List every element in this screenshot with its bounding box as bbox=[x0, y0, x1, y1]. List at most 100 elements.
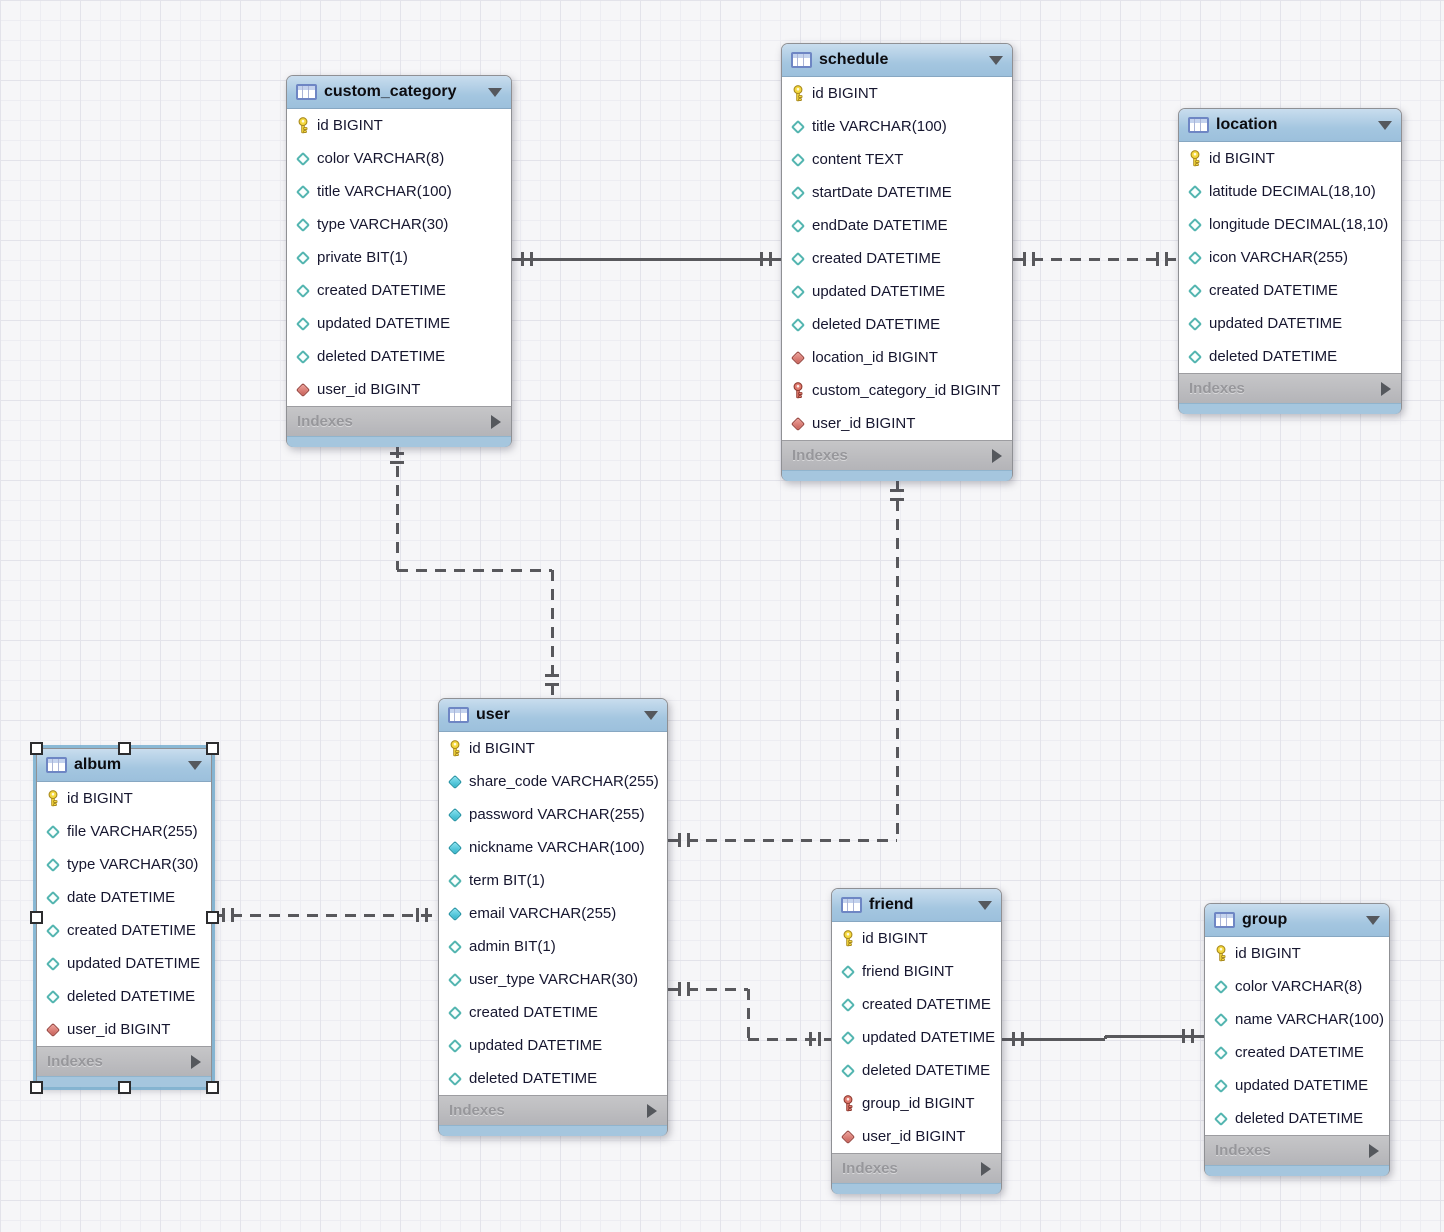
field-row-startDate[interactable]: startDate DATETIME bbox=[782, 176, 1012, 209]
field-row-id[interactable]: id BIGINT bbox=[37, 782, 211, 815]
relationship-line-friend-group[interactable] bbox=[1105, 1035, 1204, 1038]
field-row-id[interactable]: id BIGINT bbox=[439, 732, 667, 765]
relationship-line-user-friend[interactable] bbox=[747, 989, 750, 1039]
field-row-updated[interactable]: updated DATETIME bbox=[1205, 1069, 1389, 1102]
field-row-term[interactable]: term BIT(1) bbox=[439, 864, 667, 897]
indexes-section[interactable]: Indexes bbox=[832, 1153, 1001, 1183]
field-row-id[interactable]: id BIGINT bbox=[832, 922, 1001, 955]
expand-indexes-icon[interactable] bbox=[1381, 381, 1391, 396]
table-header[interactable]: friend bbox=[832, 889, 1001, 922]
field-row-created[interactable]: created DATETIME bbox=[782, 242, 1012, 275]
field-row-color[interactable]: color VARCHAR(8) bbox=[287, 142, 511, 175]
field-row-custom_category_id[interactable]: custom_category_id BIGINT bbox=[782, 374, 1012, 407]
indexes-section[interactable]: Indexes bbox=[1179, 373, 1401, 403]
expand-indexes-icon[interactable] bbox=[992, 448, 1002, 463]
relationship-line-schedule-location[interactable] bbox=[1013, 258, 1178, 261]
table-collapse-icon[interactable] bbox=[1378, 120, 1392, 130]
field-row-admin[interactable]: admin BIT(1) bbox=[439, 930, 667, 963]
field-row-created[interactable]: created DATETIME bbox=[1205, 1036, 1389, 1069]
selection-handle[interactable] bbox=[205, 741, 219, 755]
field-row-private[interactable]: private BIT(1) bbox=[287, 241, 511, 274]
field-row-title[interactable]: title VARCHAR(100) bbox=[782, 110, 1012, 143]
table-collapse-icon[interactable] bbox=[488, 87, 502, 97]
field-row-created[interactable]: created DATETIME bbox=[37, 914, 211, 947]
field-row-latitude[interactable]: latitude DECIMAL(18,10) bbox=[1179, 175, 1401, 208]
indexes-section[interactable]: Indexes bbox=[439, 1095, 667, 1125]
selection-handle[interactable] bbox=[29, 1080, 43, 1094]
field-row-updated[interactable]: updated DATETIME bbox=[1179, 307, 1401, 340]
field-row-deleted[interactable]: deleted DATETIME bbox=[782, 308, 1012, 341]
field-row-user_id[interactable]: user_id BIGINT bbox=[832, 1120, 1001, 1153]
field-row-color[interactable]: color VARCHAR(8) bbox=[1205, 970, 1389, 1003]
field-row-created[interactable]: created DATETIME bbox=[287, 274, 511, 307]
field-row-password[interactable]: password VARCHAR(255) bbox=[439, 798, 667, 831]
field-row-deleted[interactable]: deleted DATETIME bbox=[1179, 340, 1401, 373]
selection-handle[interactable] bbox=[205, 911, 219, 924]
table-collapse-icon[interactable] bbox=[644, 710, 658, 720]
relationship-line-custom_category-user[interactable] bbox=[551, 570, 554, 698]
relationship-line-custom_category-user[interactable] bbox=[397, 569, 552, 572]
field-row-user_id[interactable]: user_id BIGINT bbox=[287, 373, 511, 406]
table-collapse-icon[interactable] bbox=[188, 760, 202, 770]
relationship-line-user-friend[interactable] bbox=[748, 1038, 831, 1041]
relationship-line-friend-group[interactable] bbox=[1002, 1038, 1105, 1041]
table-header[interactable]: schedule bbox=[782, 44, 1012, 77]
field-row-endDate[interactable]: endDate DATETIME bbox=[782, 209, 1012, 242]
field-row-id[interactable]: id BIGINT bbox=[1205, 937, 1389, 970]
indexes-section[interactable]: Indexes bbox=[287, 406, 511, 436]
field-row-deleted[interactable]: deleted DATETIME bbox=[37, 980, 211, 1013]
field-row-icon[interactable]: icon VARCHAR(255) bbox=[1179, 241, 1401, 274]
table-header[interactable]: user bbox=[439, 699, 667, 732]
table-collapse-icon[interactable] bbox=[978, 900, 992, 910]
expand-indexes-icon[interactable] bbox=[1369, 1143, 1379, 1158]
field-row-updated[interactable]: updated DATETIME bbox=[439, 1029, 667, 1062]
relationship-line-album-user[interactable] bbox=[212, 914, 438, 917]
selection-handle[interactable] bbox=[117, 1080, 131, 1094]
field-row-deleted[interactable]: deleted DATETIME bbox=[1205, 1102, 1389, 1135]
table-header[interactable]: location bbox=[1179, 109, 1401, 142]
field-row-id[interactable]: id BIGINT bbox=[287, 109, 511, 142]
field-row-share_code[interactable]: share_code VARCHAR(255) bbox=[439, 765, 667, 798]
field-row-deleted[interactable]: deleted DATETIME bbox=[439, 1062, 667, 1095]
indexes-section[interactable]: Indexes bbox=[1205, 1135, 1389, 1165]
table-collapse-icon[interactable] bbox=[1366, 915, 1380, 925]
field-row-group_id[interactable]: group_id BIGINT bbox=[832, 1087, 1001, 1120]
field-row-type[interactable]: type VARCHAR(30) bbox=[287, 208, 511, 241]
field-row-user_id[interactable]: user_id BIGINT bbox=[782, 407, 1012, 440]
field-row-type[interactable]: type VARCHAR(30) bbox=[37, 848, 211, 881]
table-header[interactable]: custom_category bbox=[287, 76, 511, 109]
field-row-friend[interactable]: friend BIGINT bbox=[832, 955, 1001, 988]
field-row-content[interactable]: content TEXT bbox=[782, 143, 1012, 176]
field-row-name[interactable]: name VARCHAR(100) bbox=[1205, 1003, 1389, 1036]
field-row-longitude[interactable]: longitude DECIMAL(18,10) bbox=[1179, 208, 1401, 241]
field-row-updated[interactable]: updated DATETIME bbox=[287, 307, 511, 340]
relationship-line-user-friend[interactable] bbox=[668, 988, 748, 991]
field-row-file[interactable]: file VARCHAR(255) bbox=[37, 815, 211, 848]
field-row-location_id[interactable]: location_id BIGINT bbox=[782, 341, 1012, 374]
expand-indexes-icon[interactable] bbox=[981, 1161, 991, 1176]
field-row-created[interactable]: created DATETIME bbox=[832, 988, 1001, 1021]
selection-handle[interactable] bbox=[29, 741, 43, 755]
field-row-updated[interactable]: updated DATETIME bbox=[782, 275, 1012, 308]
field-row-deleted[interactable]: deleted DATETIME bbox=[832, 1054, 1001, 1087]
field-row-deleted[interactable]: deleted DATETIME bbox=[287, 340, 511, 373]
expand-indexes-icon[interactable] bbox=[491, 414, 501, 429]
selection-handle[interactable] bbox=[29, 911, 43, 924]
indexes-section[interactable]: Indexes bbox=[782, 440, 1012, 470]
field-row-created[interactable]: created DATETIME bbox=[439, 996, 667, 1029]
table-header[interactable]: group bbox=[1205, 904, 1389, 937]
relationship-line-custom_category-user[interactable] bbox=[396, 447, 399, 570]
selection-handle[interactable] bbox=[205, 1080, 219, 1094]
relationship-line-schedule-user[interactable] bbox=[896, 481, 899, 840]
table-collapse-icon[interactable] bbox=[989, 55, 1003, 65]
field-row-user_id[interactable]: user_id BIGINT bbox=[37, 1013, 211, 1046]
table-header[interactable]: album bbox=[37, 749, 211, 782]
field-row-nickname[interactable]: nickname VARCHAR(100) bbox=[439, 831, 667, 864]
expand-indexes-icon[interactable] bbox=[191, 1054, 201, 1069]
